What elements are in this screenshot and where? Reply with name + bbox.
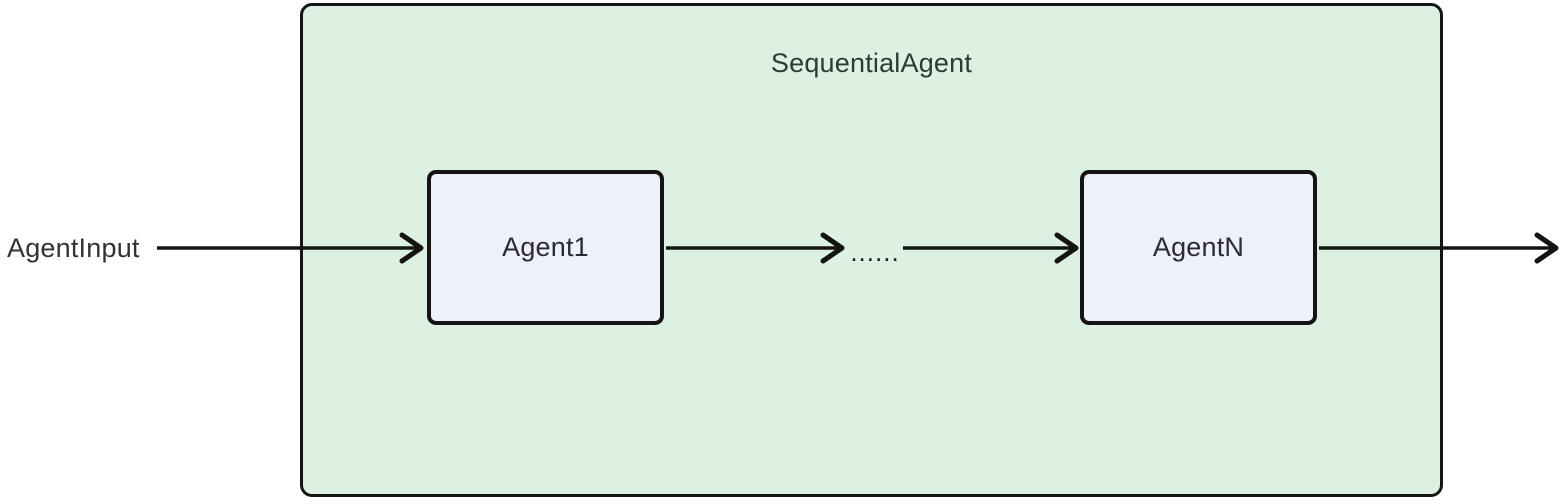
node-agentn: AgentN bbox=[1080, 170, 1317, 325]
node-agent1: Agent1 bbox=[427, 170, 664, 325]
ellipsis-edge-label: ...... bbox=[850, 237, 900, 267]
node-agentn-label: AgentN bbox=[1152, 232, 1245, 262]
arrowhead-icon bbox=[1534, 232, 1559, 264]
node-agent1-label: Agent1 bbox=[502, 232, 589, 262]
agent-input-label: AgentInput bbox=[7, 232, 140, 263]
sequential-agent-title: SequentialAgent bbox=[770, 48, 973, 78]
